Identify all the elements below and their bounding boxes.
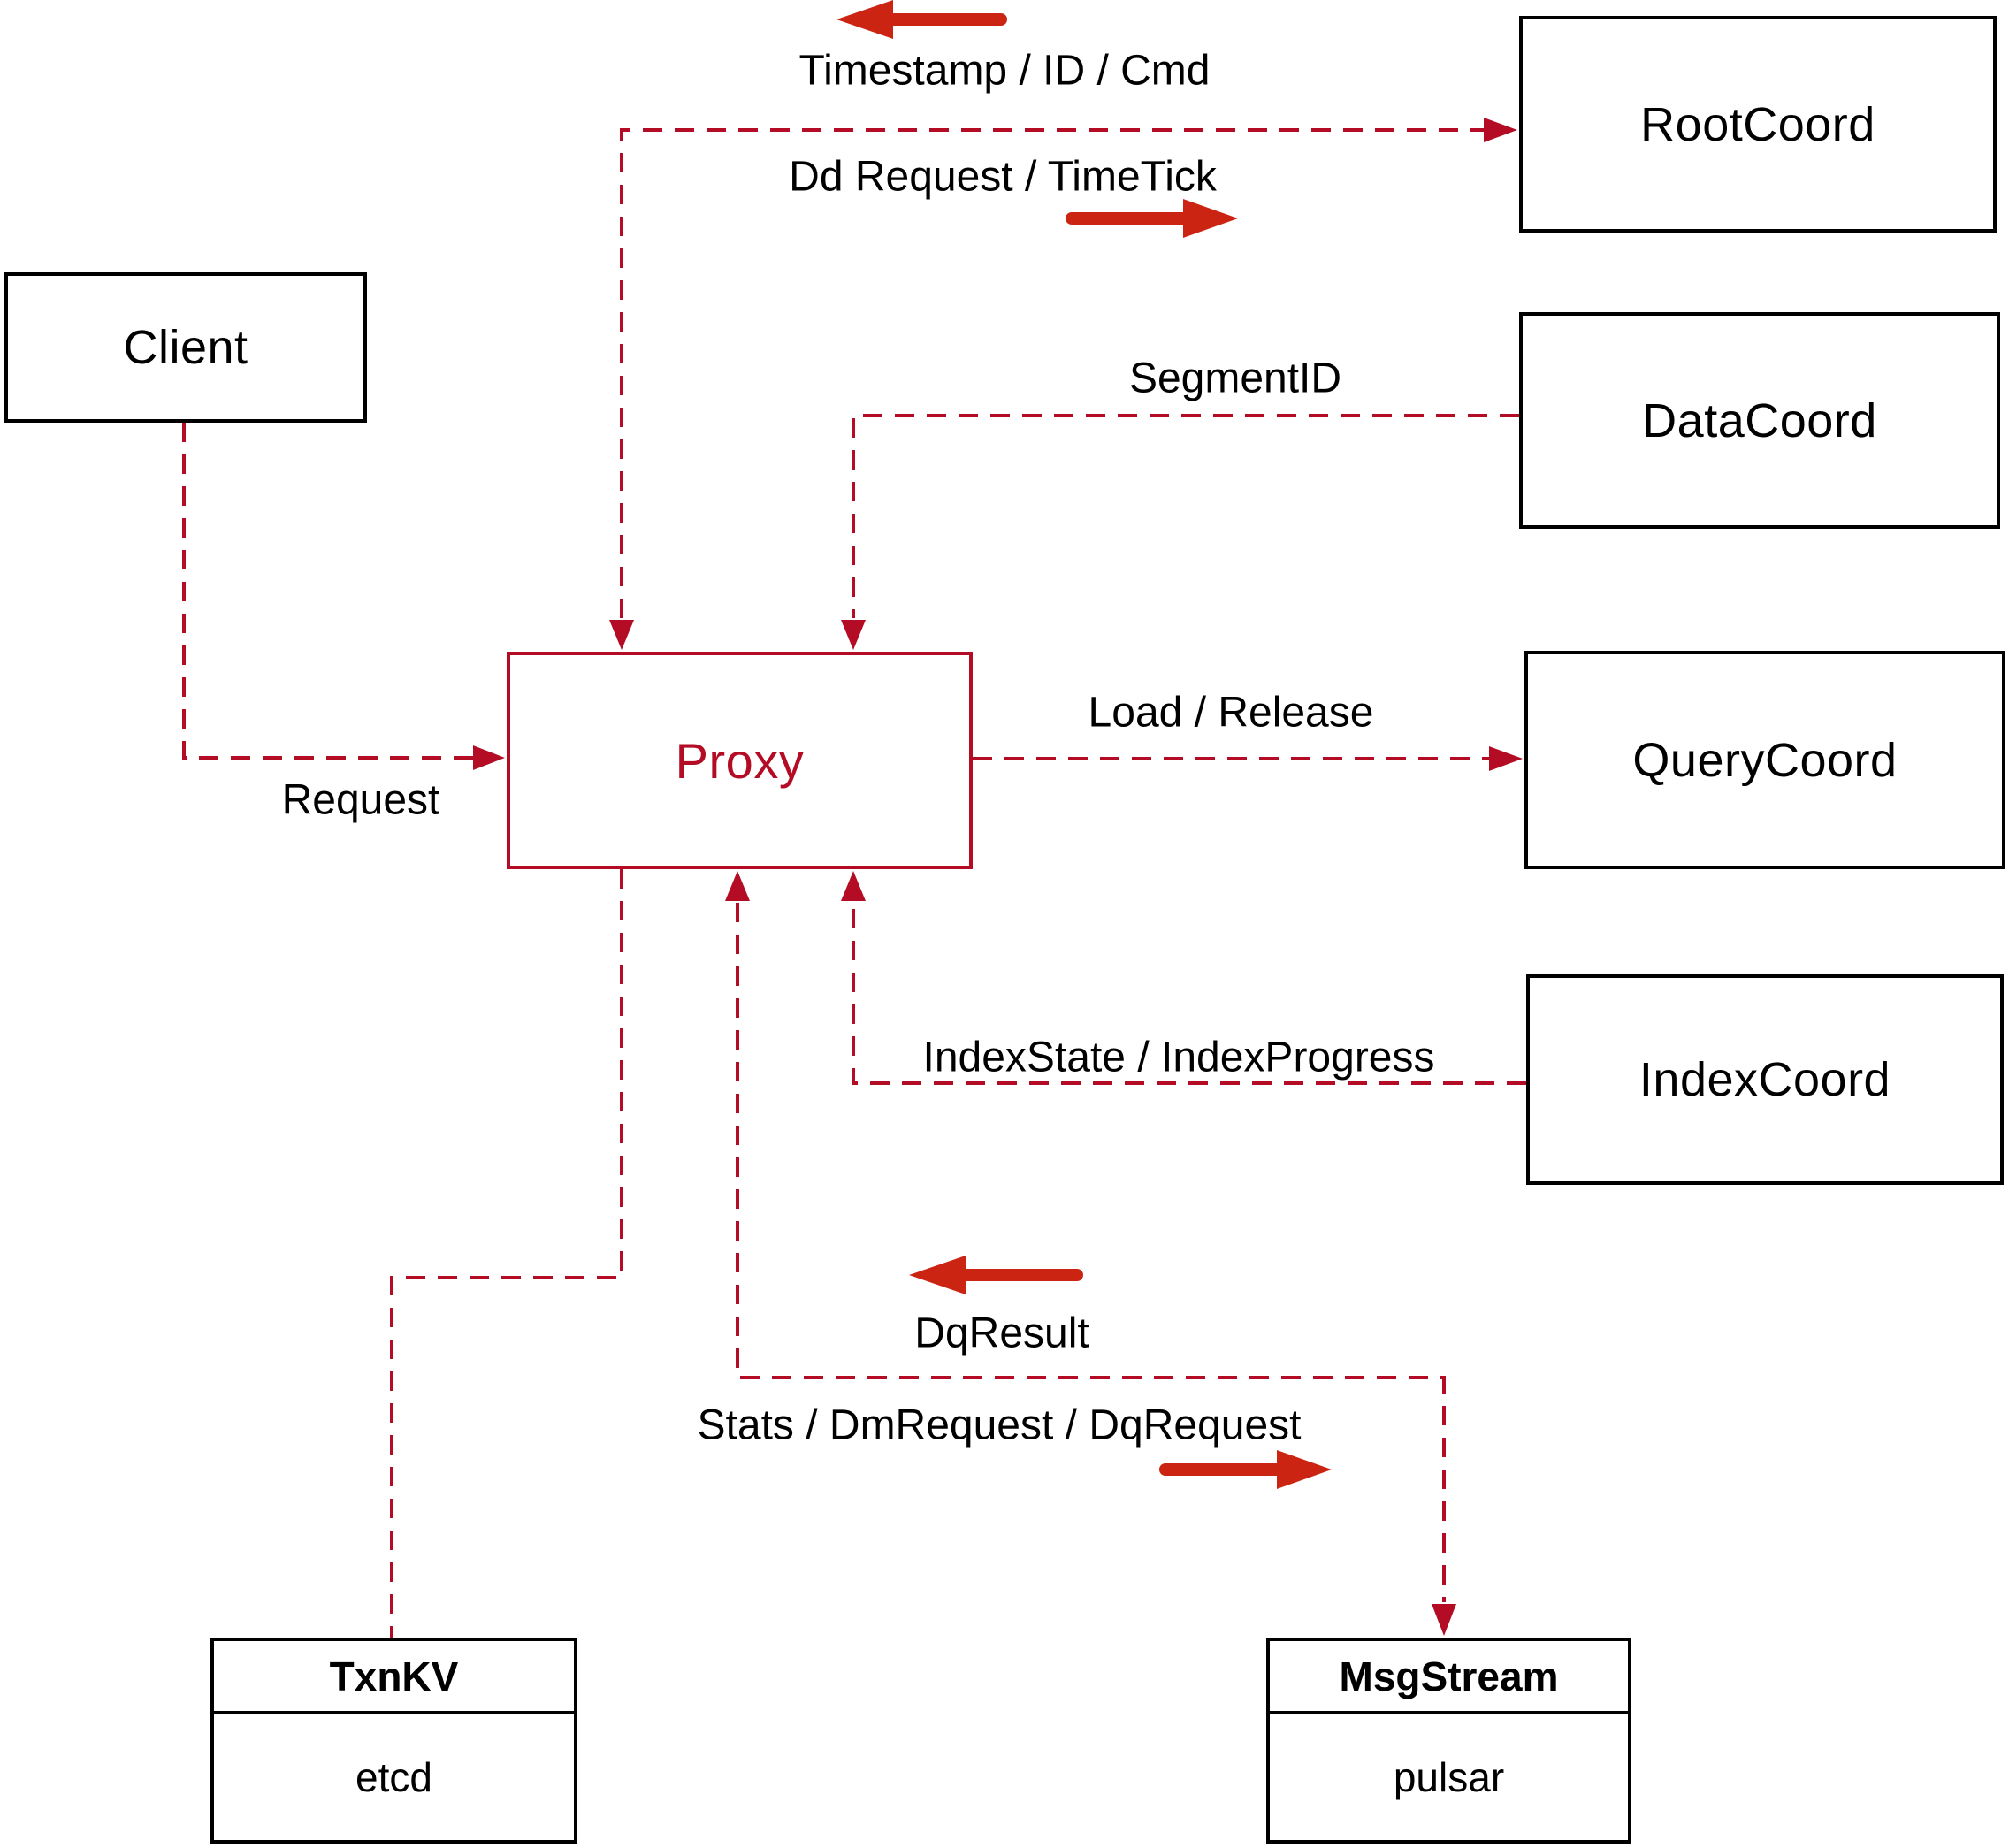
- edge-label-dd-request-timetick: Dd Request / TimeTick: [789, 153, 1217, 201]
- node-txnkv: TxnKV etcd: [210, 1638, 577, 1844]
- arrowhead-into-proxy-top-left-icon: [609, 620, 634, 650]
- node-datacoord-label: DataCoord: [1642, 393, 1877, 447]
- txnkv-title: TxnKV: [214, 1641, 574, 1714]
- node-querycoord: QueryCoord: [1524, 651, 2005, 869]
- node-indexcoord-label: IndexCoord: [1639, 1053, 1891, 1106]
- edge-proxy-msgstream: [736, 903, 1446, 1602]
- node-msgstream: MsgStream pulsar: [1266, 1638, 1631, 1844]
- direction-arrow-left-dqresult-icon: [909, 1256, 1083, 1294]
- arrowhead-into-rootcoord-icon: [1484, 118, 1517, 142]
- arrowhead-into-proxy-top-right-icon: [841, 620, 866, 650]
- arrowhead-into-msgstream-icon: [1432, 1604, 1456, 1636]
- edge-label-request: Request: [281, 776, 440, 824]
- edge-label-timestamp-id-cmd: Timestamp / ID / Cmd: [798, 47, 1211, 95]
- arrowhead-into-proxy-left-icon: [473, 745, 505, 770]
- node-proxy-label: Proxy: [675, 732, 805, 789]
- node-client: Client: [4, 272, 367, 423]
- node-rootcoord: RootCoord: [1519, 16, 1997, 233]
- node-proxy: Proxy: [507, 652, 973, 869]
- edge-client-proxy: [182, 423, 473, 760]
- edge-label-stats-dm-dq: Stats / DmRequest / DqRequest: [697, 1401, 1302, 1449]
- edge-label-load-release: Load / Release: [1088, 689, 1374, 737]
- arrowhead-into-proxy-bottom-right-icon: [841, 871, 866, 901]
- edge-label-segment-id: SegmentID: [1128, 355, 1342, 402]
- edge-label-index-state-progress: IndexState / IndexProgress: [922, 1034, 1435, 1081]
- direction-arrow-right-stats-icon: [1159, 1450, 1332, 1489]
- edge-proxy-txnkv: [390, 869, 623, 1638]
- direction-arrow-right-ddrequest-icon: [1066, 199, 1238, 238]
- edge-indexcoord-proxy: [852, 903, 1526, 1085]
- msgstream-title: MsgStream: [1270, 1641, 1628, 1714]
- node-indexcoord: IndexCoord: [1526, 974, 2004, 1185]
- direction-arrow-left-timestamp-icon: [836, 0, 1007, 39]
- txnkv-body: etcd: [355, 1754, 432, 1800]
- node-querycoord-label: QueryCoord: [1632, 733, 1898, 787]
- node-datacoord: DataCoord: [1519, 312, 2000, 529]
- edge-proxy-rootcoord: [620, 128, 1484, 618]
- edge-label-dq-result: DqResult: [914, 1310, 1089, 1357]
- arrowhead-into-querycoord-icon: [1489, 746, 1523, 771]
- node-rootcoord-label: RootCoord: [1640, 97, 1875, 151]
- edge-datacoord-proxy: [852, 414, 1519, 618]
- msgstream-body: pulsar: [1393, 1754, 1505, 1800]
- arrowhead-into-proxy-bottom-left-icon: [725, 871, 750, 901]
- node-client-label: Client: [123, 321, 248, 374]
